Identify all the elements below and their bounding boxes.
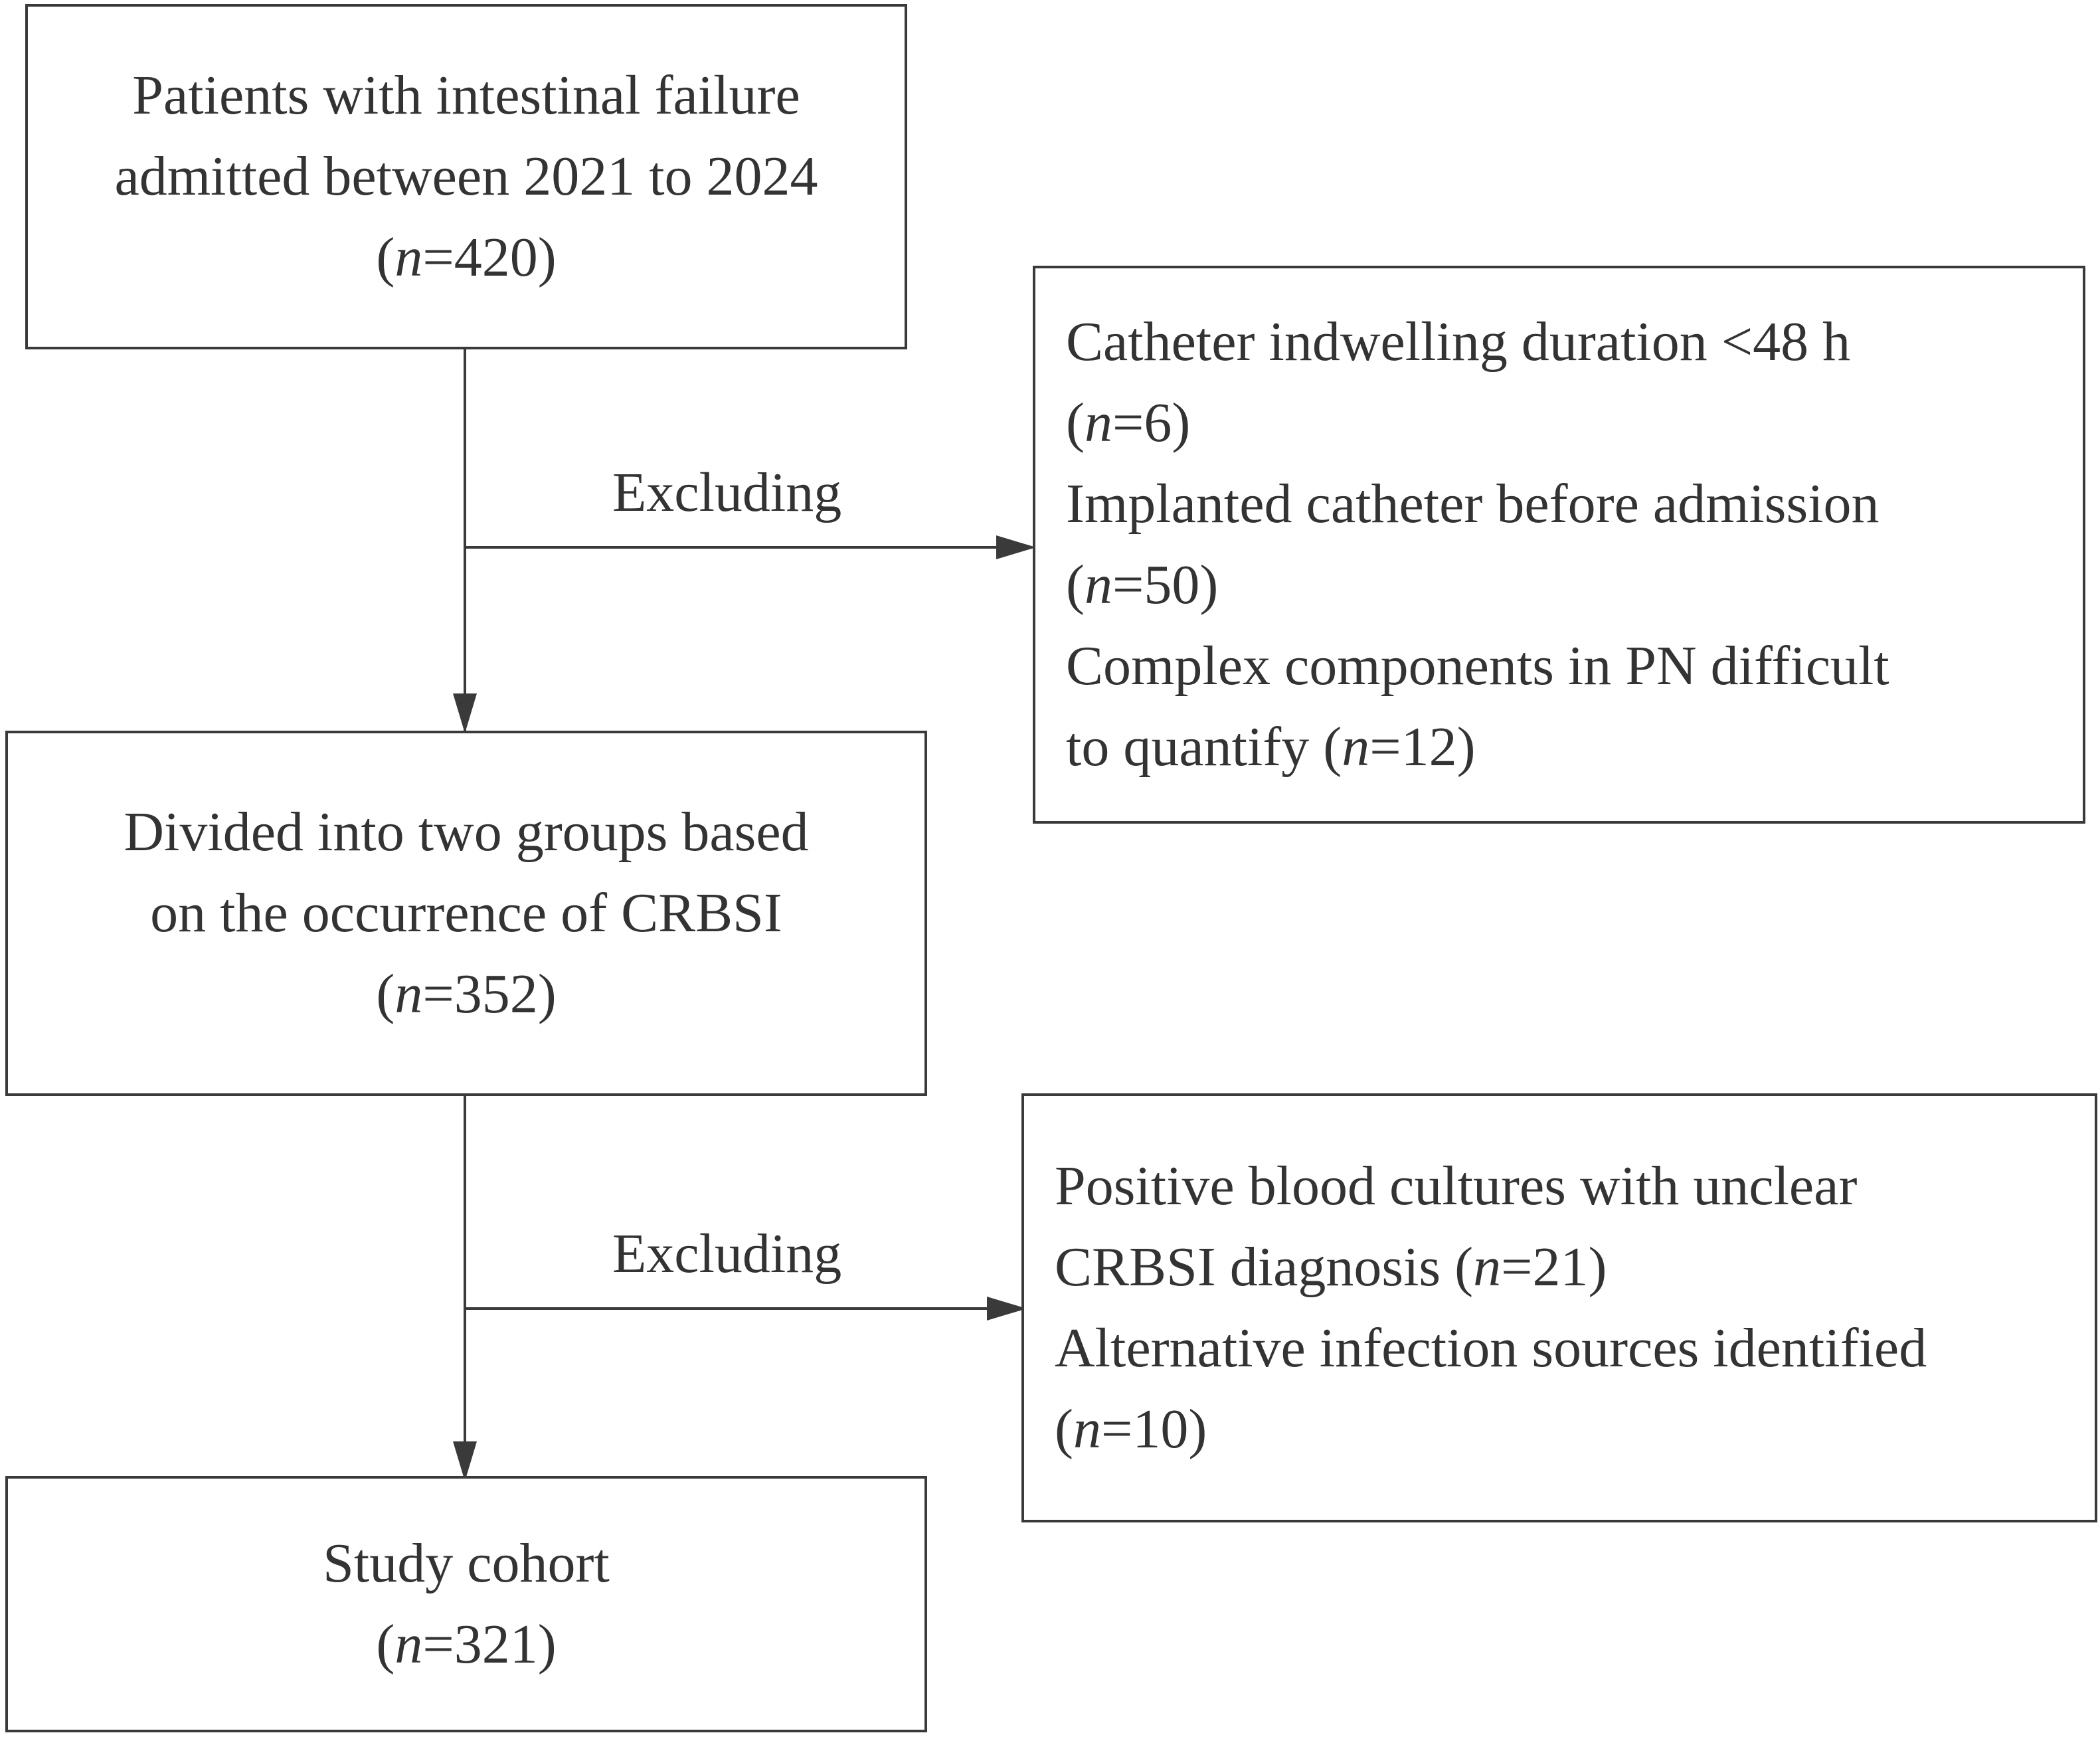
n-var: n [1084,554,1112,616]
n-value: 50 [1144,554,1200,616]
n-eq: = [1501,1236,1533,1298]
node-patients: Patients with intestinal failure admitte… [25,4,907,349]
node-cohort-line-1: Study cohort [323,1532,610,1594]
n-var: n [1342,716,1370,778]
n-var: n [1073,1398,1101,1460]
n-value: 12 [1401,716,1457,778]
n-value: 10 [1132,1398,1189,1460]
exclusion2-item1-text: Positive blood cultures with unclear [1055,1155,1858,1217]
arrowhead-divided [453,693,477,733]
node-divided: Divided into two groups based on the occ… [5,731,927,1096]
exclusion1-item1-text: Catheter indwelling duration <48 h [1066,311,1851,373]
n-eq: = [422,1613,454,1675]
exclusion2-item1-text2: CRBSI diagnosis [1055,1236,1441,1298]
n-var: n [394,1613,423,1675]
n-eq: = [1369,716,1401,778]
node-cohort-count: (n=321) [376,1613,557,1675]
node-patients-line-2: admitted between 2021 to 2024 [114,145,818,207]
n-value: 321 [454,1613,538,1675]
exclusion1-item2-count: (n=50) [1066,554,1219,616]
node-divided-count: (n=352) [376,963,557,1025]
n-eq: = [1112,392,1144,454]
exclusion1-item1-count: (n=6) [1066,392,1191,454]
arrowhead-cohort [453,1441,477,1481]
node-divided-line-1: Divided into two groups based [124,801,809,863]
node-patients-count: (n=420) [376,227,557,288]
n-var: n [1473,1236,1502,1298]
exclusion2-item2-count: (n=10) [1055,1398,1207,1460]
exclusion1-item2-text: Implanted catheter before admission [1066,473,1880,535]
node-exclusion-2: Positive blood cultures with unclear CRB… [1021,1093,2097,1522]
arrowhead-exclusion1 [996,535,1036,559]
n-eq: = [422,963,454,1025]
edge-label-excluding-1: Excluding [612,462,842,523]
exclusion1-item3-text: Complex components in PN difficult [1066,635,1889,697]
n-eq: = [1100,1398,1133,1460]
arrowhead-exclusion2 [987,1297,1027,1321]
node-exclusion-1: Catheter indwelling duration <48 h (n=6)… [1033,266,2085,824]
exclusion2-item2-text: Alternative infection sources identified [1055,1317,1927,1379]
node-study-cohort: Study cohort (n=321) [5,1476,927,1732]
node-divided-line-2: on the occurrence of CRBSI [150,882,782,944]
n-value: 352 [454,963,538,1025]
n-value: 420 [454,227,538,288]
n-var: n [394,963,423,1025]
n-var: n [1084,392,1112,454]
n-var: n [394,227,423,288]
node-patients-line-1: Patients with intestinal failure [132,64,800,126]
edge-label-excluding-2: Excluding [612,1223,842,1285]
exclusion1-item3-text-cont: to quantify (n=12) [1066,716,1476,778]
n-eq: = [422,227,454,288]
n-eq: = [1112,554,1144,616]
exclusion1-item3-text2: to quantify [1066,716,1310,778]
n-value: 21 [1532,1236,1589,1298]
n-value: 6 [1144,392,1172,454]
exclusion2-item1-text-cont: CRBSI diagnosis (n=21) [1055,1236,1607,1298]
